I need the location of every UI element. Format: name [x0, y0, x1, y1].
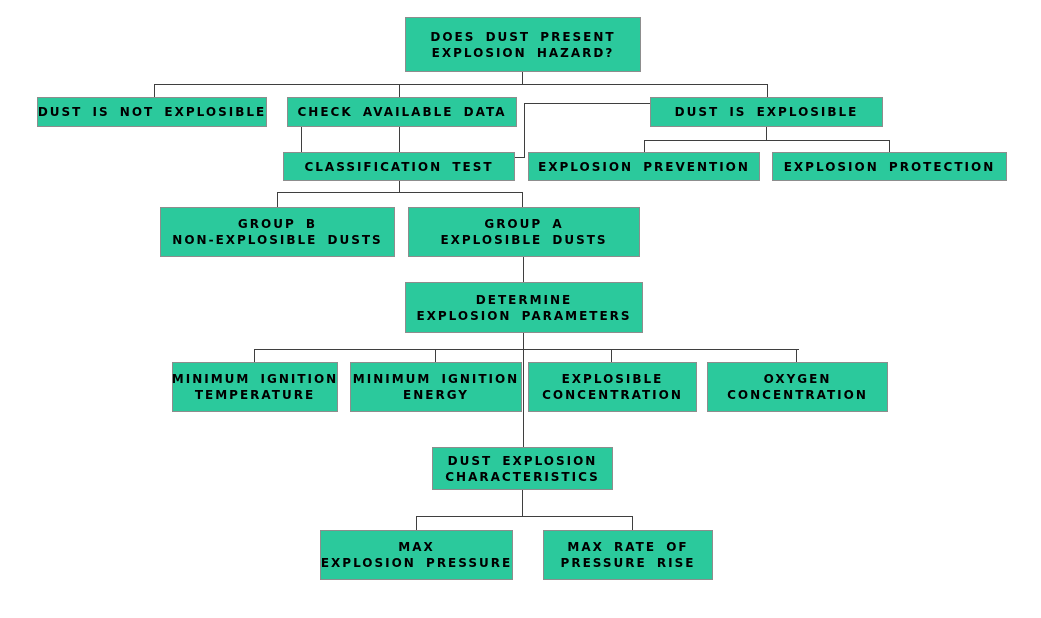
edge-explosible-classification-v [524, 103, 525, 158]
node-label-line: DETERMINE [475, 292, 573, 307]
node-label-line: NON-EXPLOSIBLE DUSTS [172, 233, 383, 247]
edge-group-a-to-determine [523, 257, 524, 282]
node-determine-explosion-parameters: DETERMINE EXPLOSION PARAMETERS [405, 282, 643, 333]
node-label-line: EXPLOSION PRESSURE [320, 556, 513, 570]
node-dust-is-explosible: DUST IS EXPLOSIBLE [650, 97, 883, 127]
node-label-line: CONCENTRATION [727, 388, 868, 402]
edge-drop-dust-explosible [767, 84, 768, 97]
edge-drop-max-pressure [416, 516, 417, 530]
node-label-line: CLASSIFICATION TEST [304, 159, 494, 174]
edge-drop-group-b [277, 192, 278, 207]
edge-characteristics-rail [416, 516, 633, 517]
edge-root-stub [522, 72, 523, 85]
edge-determine-trunk [523, 333, 524, 447]
edge-explosible-classification-h [524, 103, 650, 104]
node-dust-is-not-explosible: DUST IS NOT EXPLOSIBLE [37, 97, 267, 127]
edge-drop-group-a [522, 192, 523, 207]
node-minimum-ignition-energy: MINIMUM IGNITION ENERGY [350, 362, 522, 412]
node-label-line: MAX RATE OF [567, 540, 689, 554]
node-label-line: CONCENTRATION [542, 388, 683, 402]
edge-drop-explosible-conc [611, 349, 612, 362]
node-label-line: CHARACTERISTICS [445, 469, 600, 484]
node-minimum-ignition-temperature: MINIMUM IGNITION TEMPERATURE [172, 362, 338, 412]
edge-explosible-rail [644, 140, 890, 141]
node-oxygen-concentration: OXYGEN CONCENTRATION [707, 362, 888, 412]
node-group-b-non-explosible-dusts: GROUP B NON-EXPLOSIBLE DUSTS [160, 207, 395, 257]
node-label-line: GROUP A [484, 217, 564, 231]
edge-drop-dust-not-explosible [154, 84, 155, 97]
node-check-available-data: CHECK AVAILABLE DATA [287, 97, 517, 127]
node-label-line: CHECK AVAILABLE DATA [297, 105, 507, 119]
node-explosion-prevention: EXPLOSION PREVENTION [528, 152, 760, 181]
edge-drop-max-rate [632, 516, 633, 530]
node-label-line: DUST IS EXPLOSIBLE [674, 105, 859, 119]
node-label-line: PRESSURE RISE [560, 556, 696, 570]
node-explosion-protection: EXPLOSION PROTECTION [772, 152, 1007, 181]
edge-drop-oxygen-conc [796, 349, 797, 362]
edge-drop-min-ign-energy [435, 349, 436, 362]
node-label-line: MINIMUM IGNITION [352, 372, 520, 386]
node-label-line: EXPLOSION PROTECTION [783, 159, 996, 174]
edge-drop-protection [889, 140, 890, 152]
node-label-line: EXPLOSIBLE DUSTS [440, 233, 608, 247]
node-label-line: OXYGEN [763, 372, 832, 386]
node-label-line: DUST IS NOT EXPLOSIBLE [37, 105, 267, 119]
node-does-dust-present-explosion-hazard: DOES DUST PRESENT EXPLOSION HAZARD? [405, 17, 641, 72]
node-dust-explosion-characteristics: DUST EXPLOSION CHARACTERISTICS [432, 447, 613, 490]
edge-explosible-classification-tick [515, 157, 524, 158]
node-group-a-explosible-dusts: GROUP A EXPLOSIBLE DUSTS [408, 207, 640, 257]
edge-check-to-classification-right [399, 127, 400, 152]
edge-drop-min-ign-temp [254, 349, 255, 362]
edge-root-rail [154, 84, 768, 85]
node-explosible-concentration: EXPLOSIBLE CONCENTRATION [528, 362, 697, 412]
edge-check-to-classification-left [301, 127, 302, 152]
edge-classification-stub [399, 181, 400, 193]
node-label-line: EXPLOSION PREVENTION [538, 159, 750, 174]
edge-drop-check-data [399, 84, 400, 97]
edge-parameters-rail [254, 349, 799, 350]
node-label-line: DUST EXPLOSION [447, 453, 598, 468]
node-label-line: EXPLOSION PARAMETERS [416, 308, 632, 323]
node-label-line: TEMPERATURE [194, 388, 316, 402]
node-label-line: MAX [398, 540, 435, 554]
node-max-explosion-pressure: MAX EXPLOSION PRESSURE [320, 530, 513, 580]
node-label-line: MINIMUM IGNITION [171, 372, 339, 386]
node-label-line: EXPLOSIBLE [561, 372, 664, 386]
node-label-line: EXPLOSION HAZARD? [431, 45, 615, 60]
edge-explosible-stub [766, 127, 767, 141]
node-classification-test: CLASSIFICATION TEST [283, 152, 515, 181]
node-label-line: ENERGY [403, 388, 469, 402]
edge-classification-rail [277, 192, 523, 193]
edge-characteristics-stub [522, 490, 523, 517]
node-max-rate-of-pressure-rise: MAX RATE OF PRESSURE RISE [543, 530, 713, 580]
edge-drop-prevention [644, 140, 645, 152]
node-label-line: DOES DUST PRESENT [430, 29, 616, 44]
node-label-line: GROUP B [237, 217, 318, 231]
